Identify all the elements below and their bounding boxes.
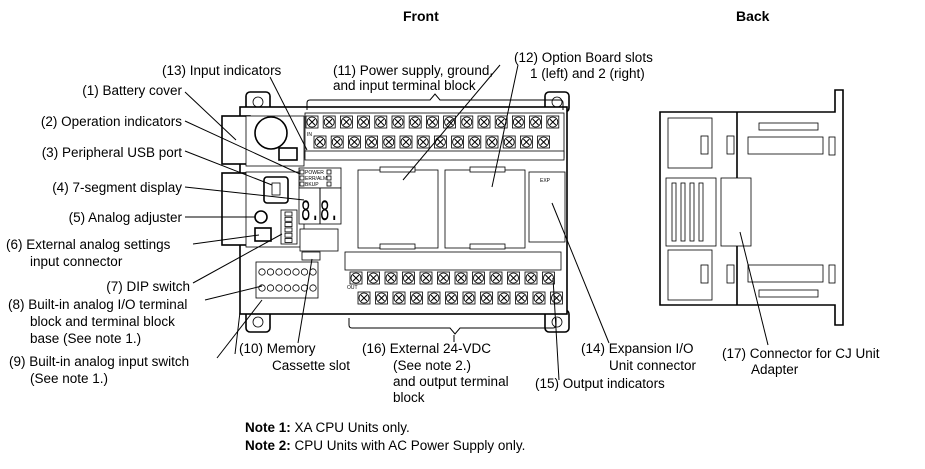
callout-labels: (13) Input indicators (11) Power supply,… [6,50,880,405]
label-analog-terminal-2: block and terminal block [30,314,175,329]
note-text: XA CPU Units only. [291,420,410,435]
label-operation-indicators: (2) Operation indicators [41,114,182,129]
label-battery-cover: (1) Battery cover [82,83,182,98]
analog-terminal [292,284,300,292]
label-dip-switch: (7) DIP switch [106,279,190,294]
note-key: Note 1: [245,420,291,435]
label-output-terminal-2: (See note 2.) [393,358,471,373]
seven-segment-display: 8.8. [301,196,339,230]
analog-terminal [258,284,266,292]
dip-switch-lever [284,211,293,217]
label-expansion-connector-2: Unit connector [609,358,697,373]
in-label: IN [307,132,312,138]
label-analog-switch-2: (See note 1.) [30,371,108,386]
label-cj-connector: (17) Connector for CJ Unit [722,346,880,361]
analog-terminal [275,268,283,276]
analog-terminal [266,284,275,292]
label-cj-connector-2: Adapter [751,362,799,377]
notes: Note 1: XA CPU Units only. Note 2: CPU U… [245,420,525,453]
analog-terminal [292,268,300,276]
note-1: Note 1: XA CPU Units only. [245,420,410,435]
label-power-terminal: (11) Power supply, ground, [333,63,493,78]
front-view: POWER ERR/ALM BKUP 8.8. IN EXP OUT [221,91,570,335]
analog-terminal [283,284,292,292]
label-output-indicators: (15) Output indicators [535,376,665,391]
front-title: Front [403,8,439,24]
label-expansion-connector: (14) Expansion I/O [581,341,694,356]
analog-terminal [309,284,317,292]
dip-switch-lever [284,232,293,238]
back-view [659,89,844,326]
dip-switch-lever [284,227,293,233]
note-text: CPU Units with AC Power Supply only. [291,438,526,453]
dip-switch-lever [284,238,293,243]
dip-switch-lever [284,216,293,222]
indicator-label: BKUP [305,182,319,188]
out-label: OUT [347,285,358,291]
label-analog-adjuster: (5) Analog adjuster [69,210,183,225]
label-option-slots: (12) Option Board slots [514,50,653,65]
exp-label: EXP [540,178,551,184]
label-power-terminal-2: and input terminal block [333,78,476,93]
label-7-segment: (4) 7-segment display [52,180,182,195]
analog-terminal [275,284,283,292]
indicator-label: POWER [305,170,324,176]
analog-terminal [300,284,309,292]
label-output-terminal-3: and output terminal [393,374,509,389]
note-key: Note 2: [245,438,291,453]
back-title: Back [736,8,770,24]
analog-terminal [258,268,266,276]
label-option-slots-2: 1 (left) and 2 (right) [530,66,645,81]
label-memory-cassette-2: Cassette slot [272,358,350,373]
label-analog-switch: (9) Built-in analog input switch [9,354,189,369]
analog-terminal [300,268,309,276]
dip-switch-lever [284,222,293,228]
label-analog-terminal-3: base (See note 1.) [30,331,141,346]
label-input-indicators: (13) Input indicators [162,63,282,78]
analog-terminal [309,268,317,276]
indicator-label: ERR/ALM [305,176,327,182]
label-ext-analog-input: (6) External analog settings [6,237,171,252]
label-ext-analog-input-2: input connector [30,254,123,269]
operation-indicators: POWER ERR/ALM BKUP [299,169,332,188]
leader-lines [184,64,769,381]
label-usb-port: (3) Peripheral USB port [42,145,183,160]
label-output-terminal: (16) External 24-VDC [362,341,491,356]
analog-terminal [266,268,275,276]
note-2: Note 2: CPU Units with AC Power Supply o… [245,438,525,453]
label-analog-terminal: (8) Built-in analog I/O terminal [8,297,187,312]
label-output-terminal-4: block [393,390,425,405]
analog-terminal [283,268,292,276]
label-memory-cassette: (10) Memory [239,341,316,356]
